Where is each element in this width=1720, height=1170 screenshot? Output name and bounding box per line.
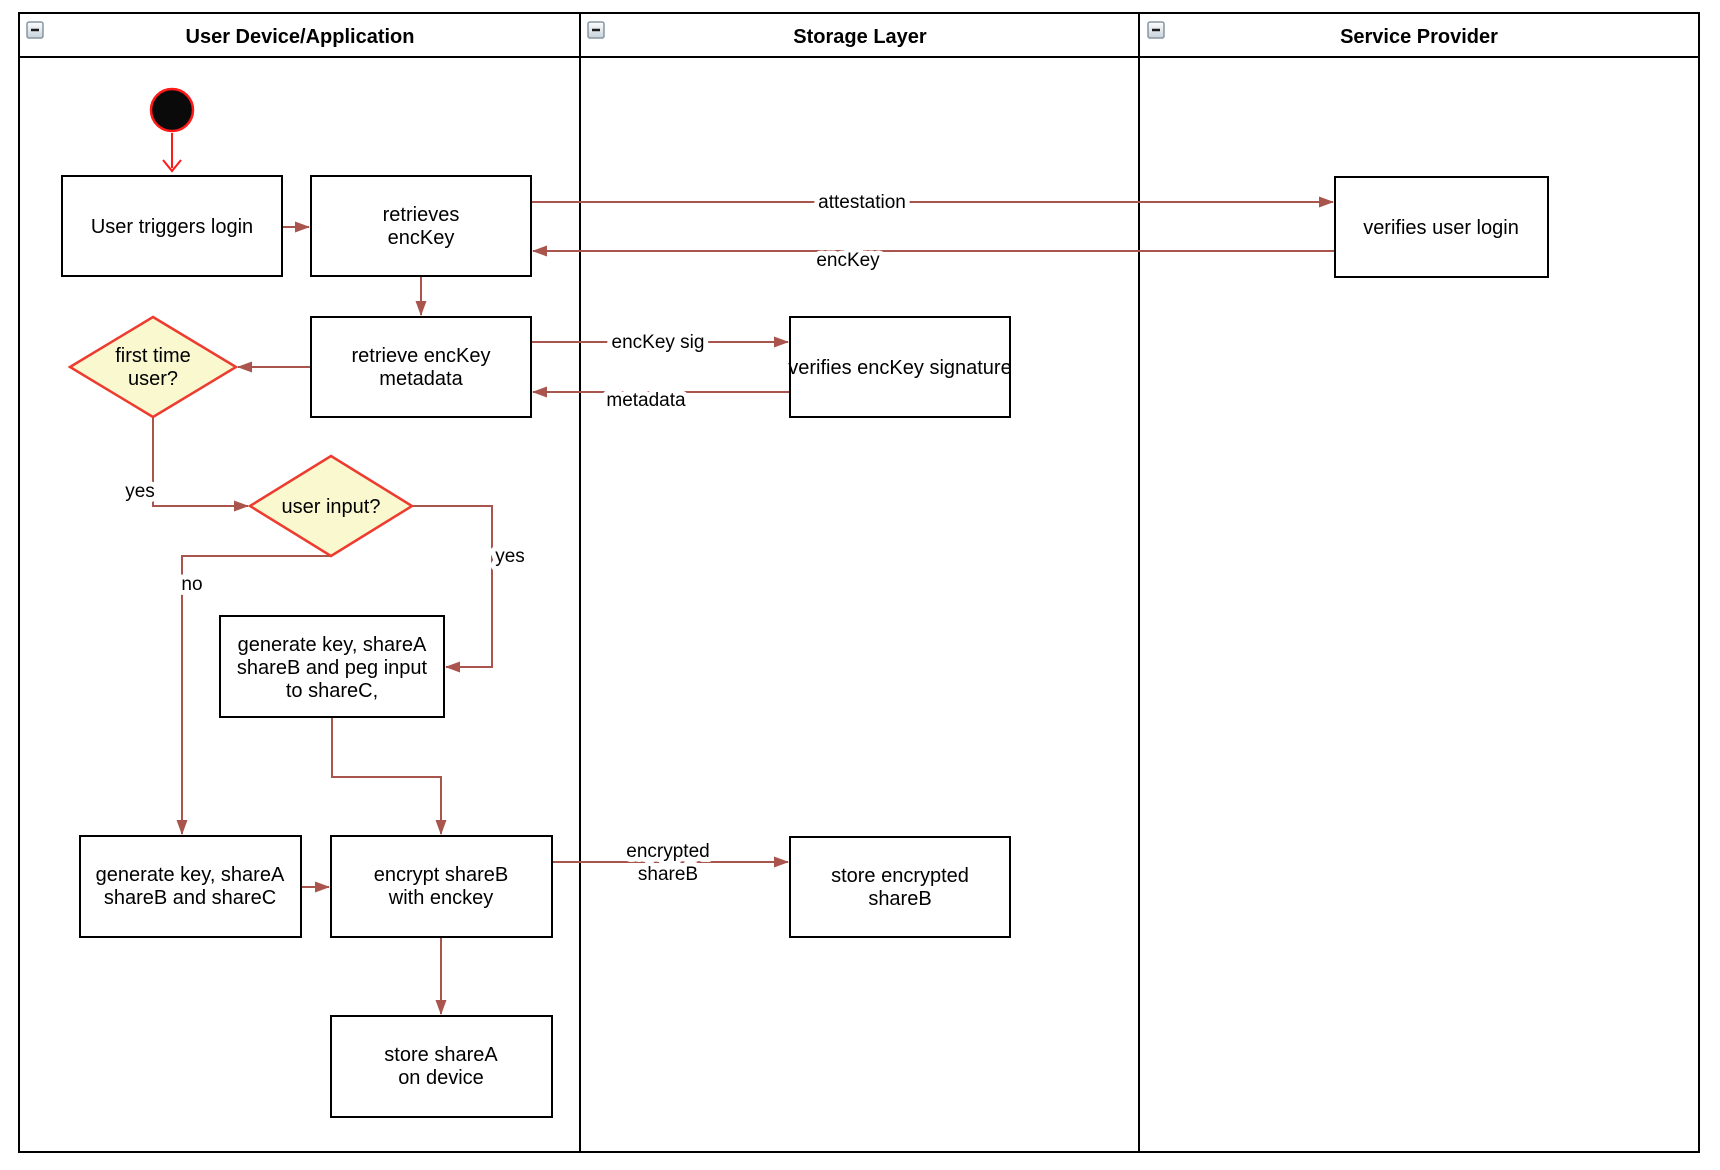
svg-text:with enckey: with enckey	[388, 887, 494, 909]
edge-label-metadata: metadata	[606, 390, 686, 411]
lane-header-service-provider[interactable]: Service Provider	[1147, 21, 1498, 48]
lane-title: User Device/Application	[186, 26, 415, 48]
edge-label-enckey: encKey	[816, 250, 880, 271]
node-generate-key-sharec[interactable]: generate key, shareA shareB and shareC	[79, 835, 302, 938]
svg-text:generate key, shareA: generate key, shareA	[238, 634, 427, 656]
svg-text:retrieves: retrieves	[383, 204, 460, 226]
edge-label-firsttime-yes: yes	[125, 481, 155, 502]
svg-text:verifies encKey signature: verifies encKey signature	[788, 357, 1011, 379]
svg-text:verifies user login: verifies user login	[1363, 217, 1519, 239]
svg-text:on device: on device	[398, 1067, 484, 1089]
initial-state-node[interactable]	[149, 87, 195, 133]
edges: attestation encKey encKey sig metadata e…	[120, 133, 1335, 1015]
node-store-sharea[interactable]: store shareA on device	[330, 1015, 553, 1118]
edge-userinput-yes[interactable]	[412, 505, 493, 673]
node-retrieves-enckey[interactable]: retrieves encKey	[310, 175, 532, 277]
lane-header-user-device[interactable]: User Device/Application	[26, 21, 415, 48]
edge-start-to-login[interactable]	[162, 133, 182, 173]
node-user-triggers-login[interactable]: User triggers login	[61, 175, 283, 277]
svg-text:encKey: encKey	[388, 227, 455, 249]
svg-text:shareB and shareC: shareB and shareC	[104, 887, 276, 909]
lane-header-storage-layer[interactable]: Storage Layer	[587, 21, 927, 48]
svg-text:user?: user?	[128, 368, 178, 390]
node-verifies-user-login[interactable]: verifies user login	[1334, 176, 1549, 278]
edge-label-enckey-sig: encKey sig	[612, 332, 705, 353]
node-generate-key-peg-input[interactable]: generate key, shareA shareB and peg inpu…	[219, 615, 445, 718]
svg-text:first time: first time	[115, 345, 191, 367]
lane-title: Service Provider	[1340, 26, 1498, 48]
node-verifies-enckey-signature[interactable]: verifies encKey signature	[788, 316, 1012, 418]
edge-label-encrypted-shareb-line2: shareB	[638, 864, 698, 885]
decision-user-input[interactable]: user input?	[247, 454, 415, 558]
edge-label-userinput-yes: yes	[495, 546, 525, 567]
decision-first-time-user[interactable]: first time user?	[67, 315, 239, 419]
edge-label-userinput-no: no	[181, 574, 202, 595]
collapse-button[interactable]	[1147, 21, 1165, 39]
collapse-button[interactable]	[587, 21, 605, 39]
open-arrowhead-icon	[162, 159, 182, 173]
edge-label-encrypted-shareb-line1: encrypted	[626, 841, 709, 862]
edge-peg-to-encrypt[interactable]	[331, 717, 447, 835]
svg-text:shareB and peg input: shareB and peg input	[237, 657, 428, 679]
edge-firsttime-yes[interactable]	[152, 417, 249, 512]
node-store-encrypted-shareb[interactable]: store encrypted shareB	[789, 836, 1011, 938]
svg-text:to shareC,: to shareC,	[286, 680, 378, 702]
collapse-button[interactable]	[26, 21, 44, 39]
nodes: User triggers login retrieves encKey ver…	[61, 87, 1549, 1118]
svg-text:retrieve encKey: retrieve encKey	[352, 345, 491, 367]
svg-text:user input?: user input?	[282, 496, 381, 518]
svg-text:store encrypted: store encrypted	[831, 865, 969, 887]
lane-title: Storage Layer	[793, 26, 927, 48]
svg-text:metadata: metadata	[379, 368, 463, 390]
svg-text:store shareA: store shareA	[384, 1044, 498, 1066]
edge-userinput-no[interactable]	[176, 555, 331, 835]
node-encrypt-shareb[interactable]: encrypt shareB with enckey	[330, 835, 553, 938]
svg-text:User triggers login: User triggers login	[91, 216, 253, 238]
svg-text:encrypt shareB: encrypt shareB	[374, 864, 509, 886]
swimlane-pool: User Device/Application Storage Layer Se…	[18, 12, 1700, 1153]
svg-text:generate key, shareA: generate key, shareA	[96, 864, 285, 886]
svg-text:shareB: shareB	[868, 888, 931, 910]
edge-label-attestation: attestation	[818, 192, 906, 213]
pool-border	[18, 12, 1700, 1153]
node-retrieve-enckey-metadata[interactable]: retrieve encKey metadata	[310, 316, 532, 418]
